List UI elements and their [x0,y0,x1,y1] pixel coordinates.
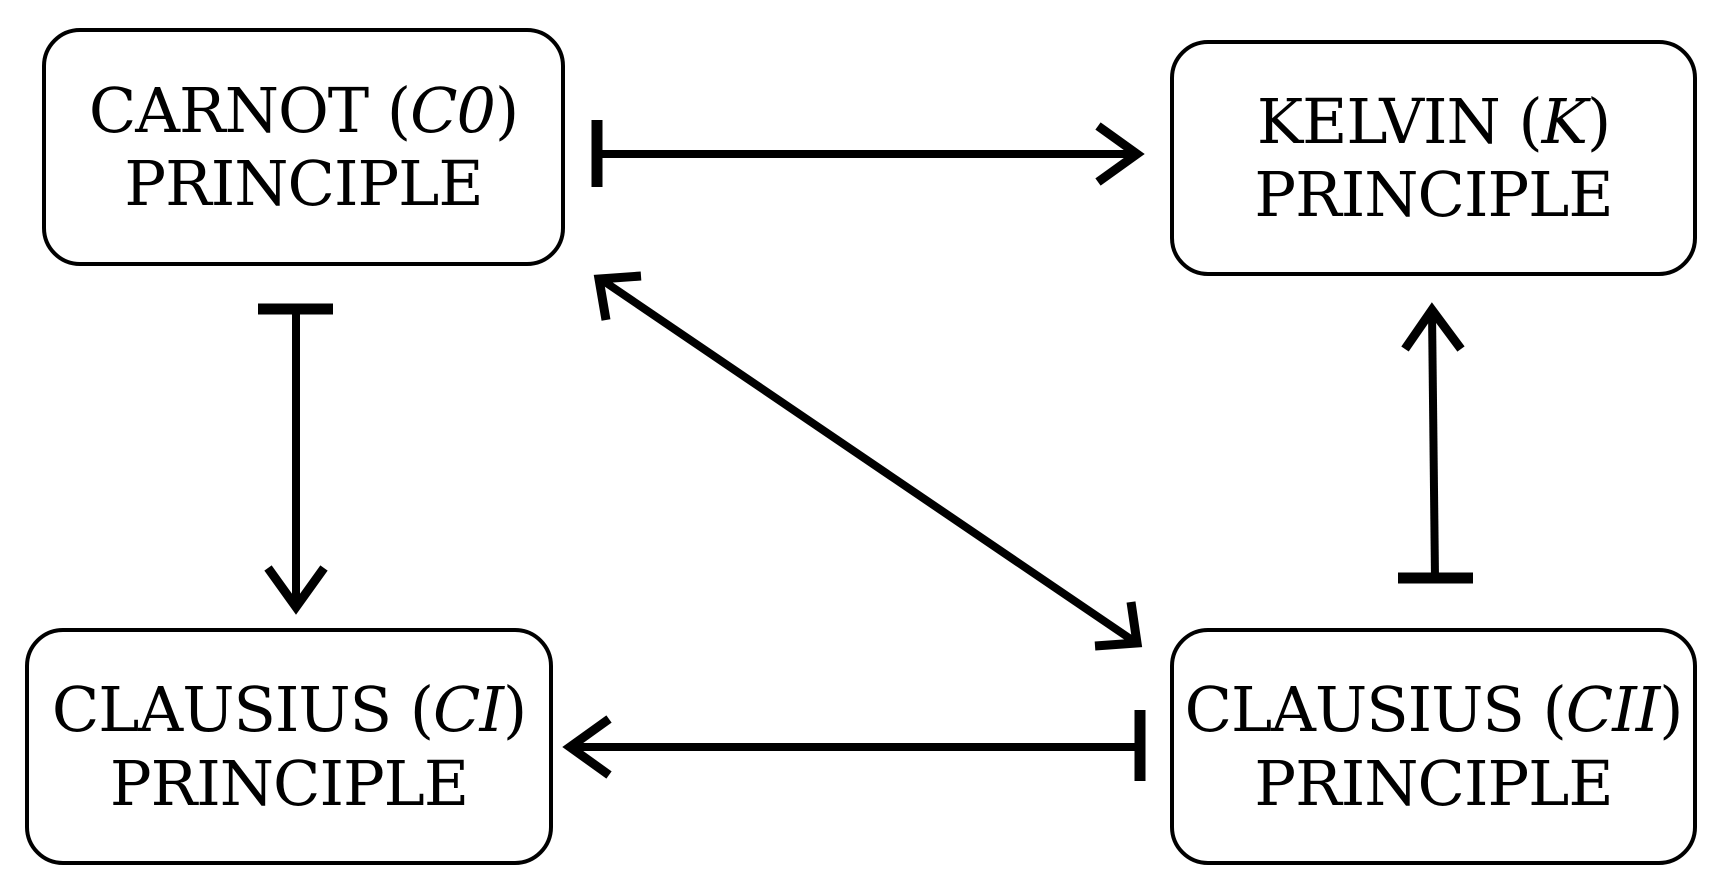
clausius-ii-symbol: CII [1565,673,1660,747]
edge-carnot-to-clausius-i [258,303,333,615]
kelvin-title: KELVIN (K) [1256,84,1611,158]
edge-carnot-to-kelvin [591,120,1145,187]
carnot-principle-box: CARNOT (C0) PRINCIPLE [42,28,565,266]
carnot-title: CARNOT (C0) [88,73,519,147]
clausius-i-name: CLAUSIUS [51,673,392,747]
carnot-label: PRINCIPLE [124,147,483,220]
edge-line [1428,311,1439,579]
edge-line [599,276,1138,646]
arrowhead-end [1094,601,1143,651]
carnot-symbol: C0 [410,73,496,147]
clausius-ii-name: CLAUSIUS [1184,673,1525,747]
arrowhead [264,565,328,615]
clausius-ii-title: CLAUSIUS (CII) [1184,673,1684,747]
clausius-ii-principle-box: CLAUSIUS (CII) PRINCIPLE [1170,628,1697,865]
clausius-i-title: CLAUSIUS (CI) [51,673,527,747]
carnot-name: CARNOT [88,73,369,147]
arrowhead [1095,122,1145,186]
arrowhead [562,715,612,779]
edge-clausius-ii-to-clausius-i [562,710,1146,781]
arrowhead-start [593,271,642,321]
kelvin-principle-box: KELVIN (K) PRINCIPLE [1170,40,1697,276]
clausius-ii-label: PRINCIPLE [1254,746,1613,820]
kelvin-label: PRINCIPLE [1254,158,1613,231]
kelvin-symbol: K [1541,84,1588,158]
clausius-i-principle-box: CLAUSIUS (CI) PRINCIPLE [25,628,553,865]
clausius-i-label: PRINCIPLE [109,746,469,820]
clausius-i-symbol: CI [433,673,504,747]
edge-clausius-ii-to-kelvin [1398,302,1473,584]
kelvin-name: KELVIN [1256,84,1501,158]
edge-carnot-clausius-ii-double [593,271,1143,651]
arrowhead [1401,302,1465,352]
